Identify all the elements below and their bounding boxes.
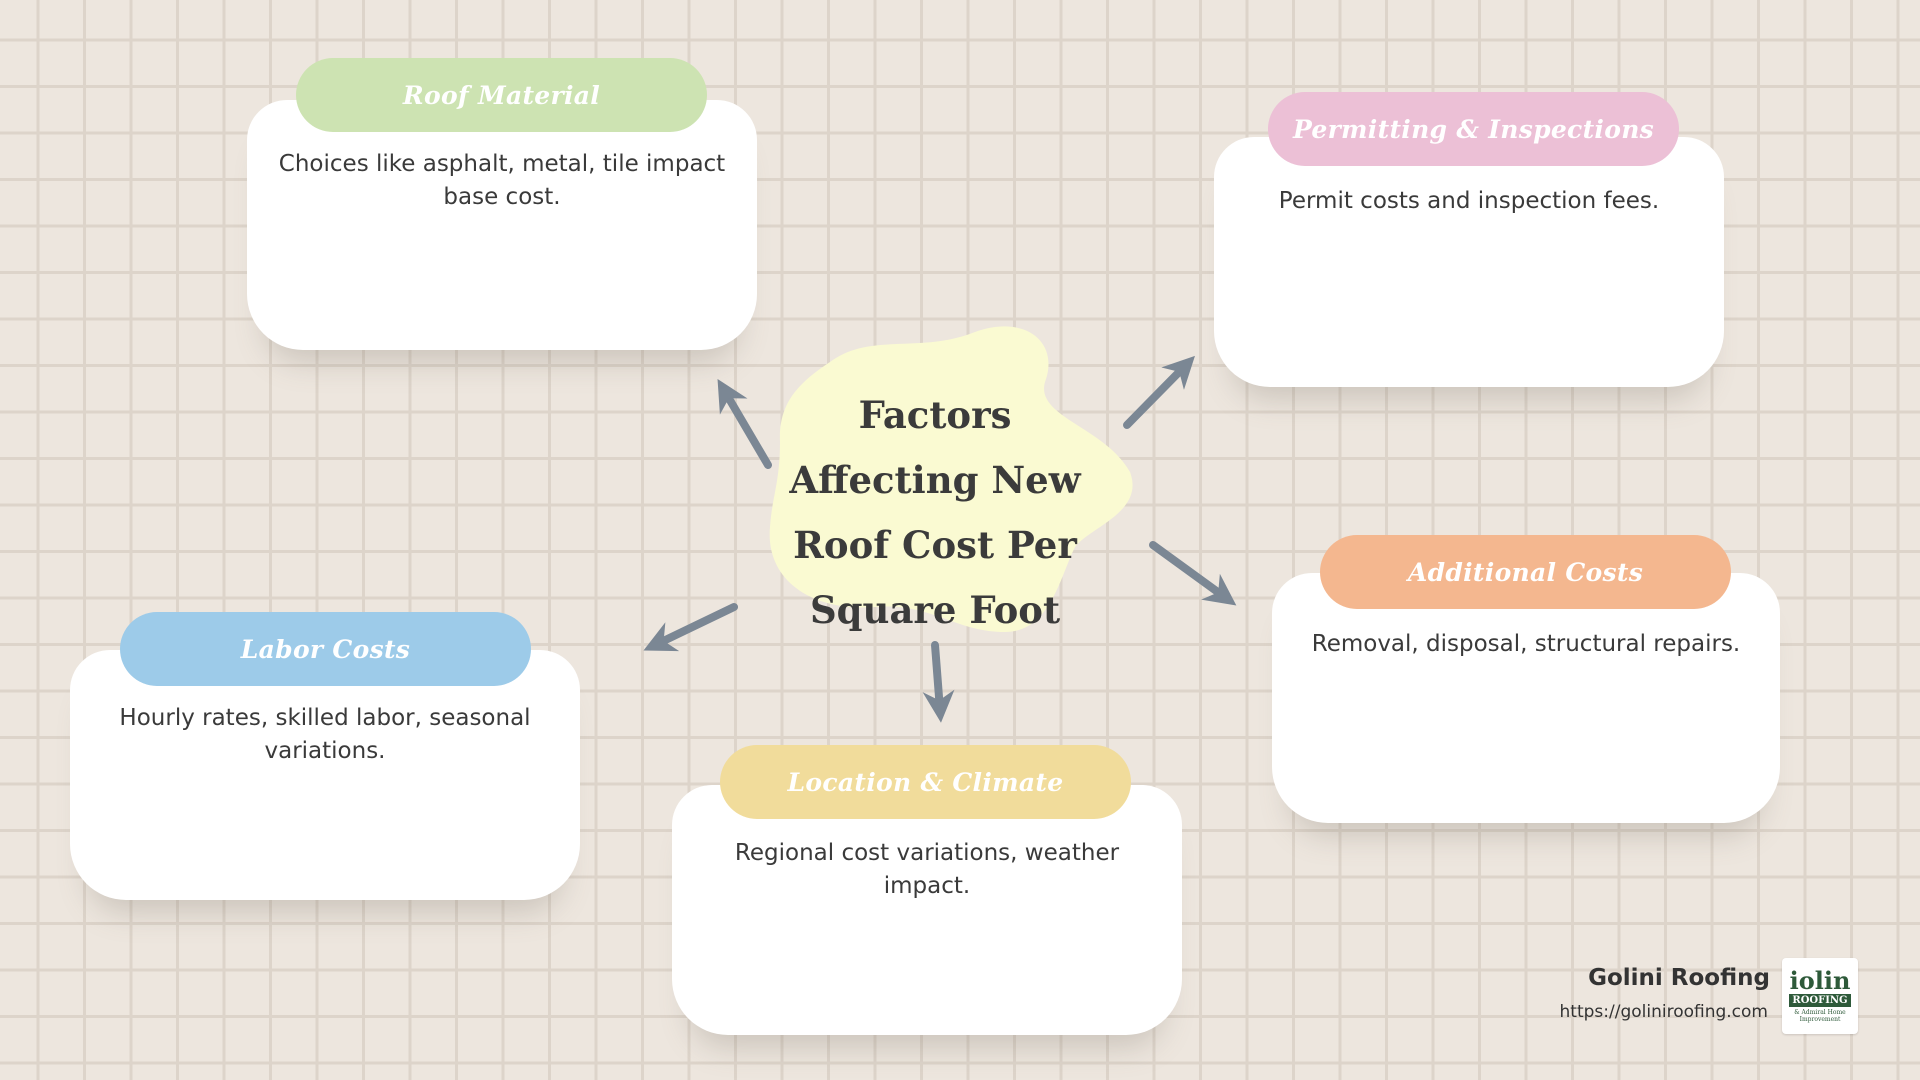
diagram-title: Factors Affecting New Roof Cost Per Squa… [789,393,1081,632]
factor-label-roof-material: Roof Material [296,58,707,132]
factor-description: Removal, disposal, structural repairs. [1311,631,1741,657]
logo-band: ROOFING [1789,994,1851,1007]
logo-subtext: & Admiral Home Improvement [1794,1009,1846,1023]
factor-description: Choices like asphalt, metal, tile impact… [278,151,726,210]
factor-description: Hourly rates, skilled labor, seasonal va… [119,705,531,764]
factor-card-additional-costs: Removal, disposal, structural repairs. [1272,573,1780,823]
factor-card-location-climate: Regional cost variations, weather impact… [672,785,1182,1035]
factor-card-permitting: Permit costs and inspection fees. [1214,137,1724,387]
factor-description: Regional cost variations, weather impact… [734,840,1120,899]
factor-label-additional-costs: Additional Costs [1320,535,1731,609]
factor-label-permitting: Permitting & Inspections [1268,92,1679,166]
logo-wordmark: iolin [1789,966,1851,995]
factor-label-location-climate: Location & Climate [720,745,1131,819]
factor-card-labor-costs: Hourly rates, skilled labor, seasonal va… [70,650,580,900]
brand-name: Golini Roofing [1588,965,1770,991]
arrow-to-location-climate [922,641,955,723]
factor-label-labor-costs: Labor Costs [120,612,531,686]
brand-logo: iolin ROOFING & Admiral Home Improvement [1782,958,1858,1034]
center-blob-shape [769,326,1133,632]
arrow-to-labor-costs [643,603,738,652]
arrow-to-additional-costs [1149,541,1237,606]
factor-card-roof-material: Choices like asphalt, metal, tile impact… [247,100,757,350]
brand-url[interactable]: https://goliniroofing.com [1559,1002,1768,1022]
factor-description: Permit costs and inspection fees. [1278,188,1660,214]
